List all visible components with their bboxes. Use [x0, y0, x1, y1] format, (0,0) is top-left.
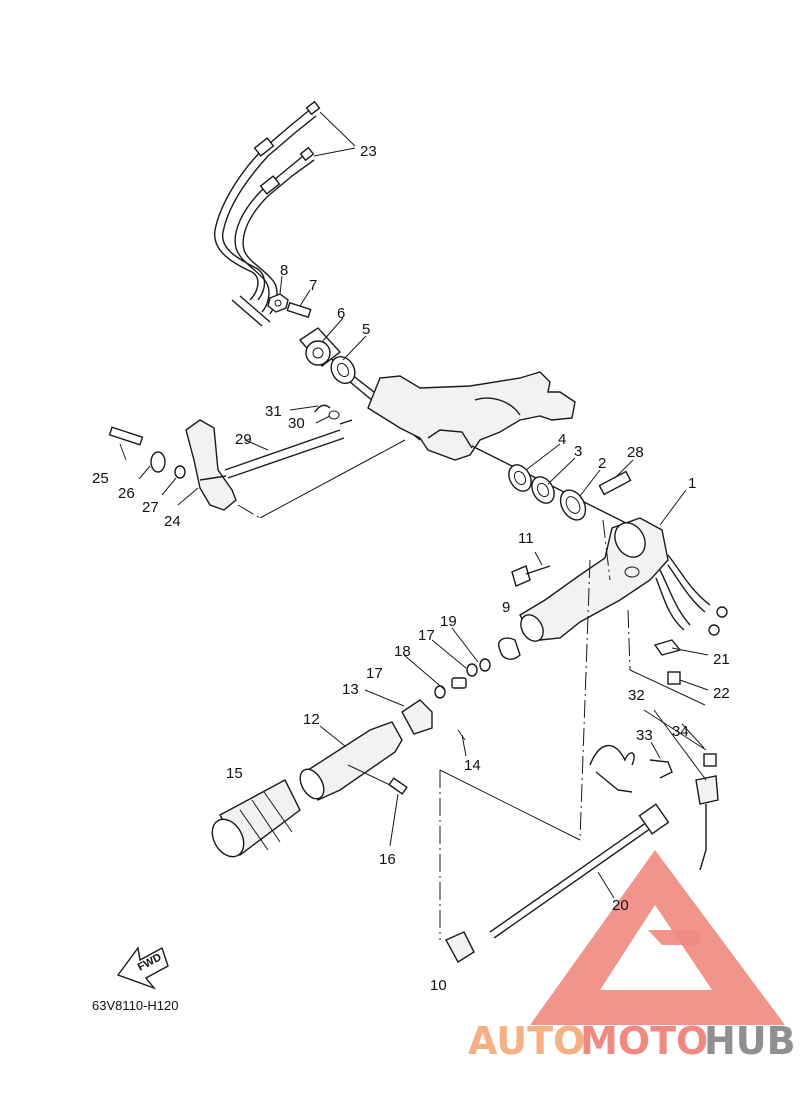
bolt-and-grommet-9-11 [511, 551, 551, 587]
small-parts-17-18-19 [434, 658, 491, 699]
watermark-hub: HUB [704, 1019, 796, 1063]
steering-handle-arm [498, 517, 728, 841]
callout-20: 20 [612, 897, 629, 914]
callout-8: 8 [280, 262, 288, 279]
watermark-logo [530, 850, 785, 1025]
callout-33: 33 [636, 727, 653, 744]
callout-17b: 17 [366, 665, 383, 682]
cable-and-clip-10-20 [439, 769, 670, 963]
callout-3: 3 [574, 443, 582, 460]
callout-34: 34 [672, 723, 689, 740]
callout-13: 13 [342, 681, 359, 698]
friction-lever-assembly [108, 404, 406, 519]
callout-12: 12 [303, 711, 320, 728]
callout-30: 30 [288, 415, 305, 432]
callout-21: 21 [713, 651, 730, 668]
callout-1: 1 [688, 475, 696, 492]
watermark-moto: MOTO [580, 1019, 708, 1063]
callout-26: 26 [118, 485, 135, 502]
callout-31: 31 [265, 403, 282, 420]
callout-32: 32 [628, 687, 645, 704]
callout-14: 14 [464, 757, 481, 774]
callout-labels: 1 2 3 4 5 6 7 8 9 10 11 12 13 14 15 16 1… [92, 143, 730, 994]
leader-lines [119, 317, 705, 847]
callout-24: 24 [164, 513, 181, 530]
callout-27: 27 [142, 499, 159, 516]
callout-5: 5 [362, 321, 370, 338]
callout-17a: 17 [418, 627, 435, 644]
steering-bracket-upper [298, 327, 576, 461]
shaft-washers-2-3-4 [471, 445, 641, 531]
watermark-text: AUTO MOTO HUB [468, 1019, 796, 1063]
watermark-auto: AUTO [468, 1019, 585, 1063]
fwd-arrow: FWD [116, 946, 169, 990]
callout-15: 15 [226, 765, 243, 782]
callout-7: 7 [309, 277, 317, 294]
callout-11: 11 [518, 530, 534, 547]
throttle-cables [214, 100, 356, 327]
throttle-grip-assembly [211, 699, 466, 858]
plate-and-screw-21-22 [627, 609, 709, 706]
callout-19: 19 [440, 613, 457, 630]
callout-18: 18 [394, 643, 411, 660]
callout-16: 16 [379, 851, 396, 868]
callout-6: 6 [337, 305, 345, 322]
callout-2: 2 [598, 455, 606, 472]
callout-10: 10 [430, 977, 447, 994]
callout-29: 29 [235, 431, 252, 448]
callout-23: 23 [360, 143, 377, 160]
callout-4: 4 [558, 431, 566, 448]
diagram-code: 63V8110-H120 [92, 998, 179, 1013]
stop-switch-assembly [589, 709, 719, 871]
callout-28: 28 [627, 444, 644, 461]
callout-9: 9 [502, 599, 510, 616]
callout-22: 22 [713, 685, 730, 702]
callout-25: 25 [92, 470, 109, 487]
nut-and-bolt-7-8 [267, 275, 312, 319]
